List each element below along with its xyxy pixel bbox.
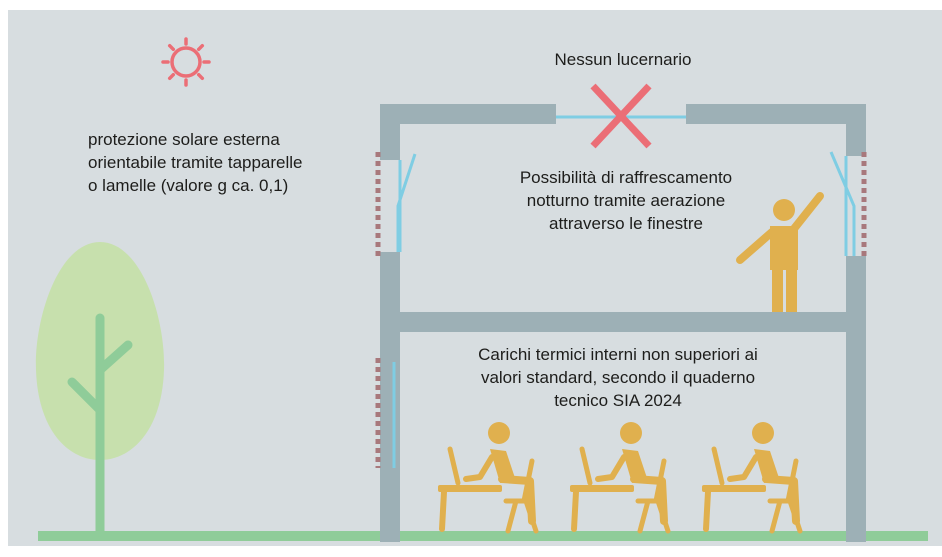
shading-louvres [375, 152, 867, 468]
internal-loads-label: Carichi termici interni non superiori ai… [438, 343, 798, 412]
ground-line [38, 531, 928, 541]
night-cooling-line: attraverso le finestre [548, 214, 703, 233]
no-skylight-label: Nessun lucernario [554, 50, 692, 69]
internal-loads-line: tecnico SIA 2024 [554, 391, 682, 410]
tree-icon [35, 242, 165, 537]
internal-loads-line: valori standard, secondo il quaderno [480, 368, 756, 387]
desk-worker-icon [438, 422, 536, 531]
sun-protection-label: protezione solare esterna orientabile tr… [88, 128, 373, 197]
window-upper-right [829, 151, 856, 256]
sun-protection-line: o lamelle (valore g ca. 0,1) [88, 176, 289, 195]
night-cooling-line: Possibilità di raffrescamento [519, 168, 733, 187]
cross-icon [590, 83, 652, 149]
night-cooling-line: notturno tramite aerazione [526, 191, 726, 210]
desk-worker-icon [702, 422, 800, 531]
building-illustration [35, 37, 928, 542]
diagram-canvas: Nessun lucernario protezione solare este… [8, 10, 942, 546]
building [380, 104, 866, 542]
desk-worker-icon [570, 422, 668, 531]
night-cooling-label: Possibilità di raffrescamento notturno t… [476, 166, 776, 235]
sun-protection-line: orientabile tramite tapparelle [88, 153, 303, 172]
sun-protection-line: protezione solare esterna [88, 130, 280, 149]
person-icon [736, 192, 824, 312]
sun-icon [161, 37, 211, 87]
window-upper-left [396, 153, 417, 252]
internal-loads-line: Carichi termici interni non superiori ai [478, 345, 758, 364]
